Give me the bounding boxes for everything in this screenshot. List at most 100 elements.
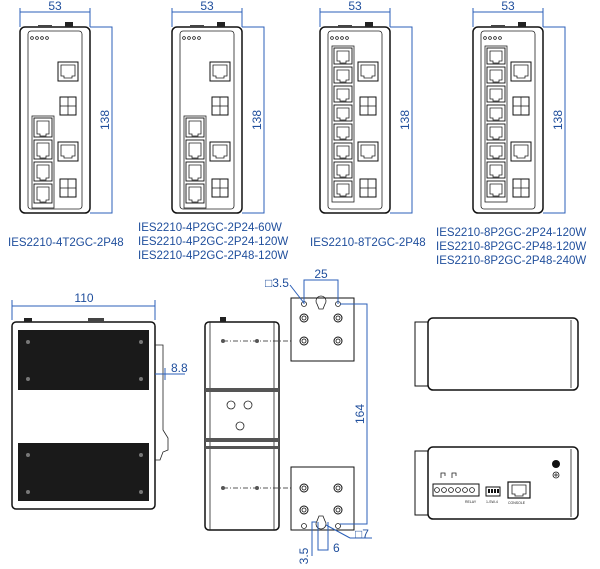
mounting-hole [301,523,307,529]
front-view: 53 138 [319,0,413,214]
screw-icon [26,340,30,344]
rj45-port[interactable] [33,161,53,182]
rj45-port[interactable] [333,85,353,103]
keyhole-top [315,295,327,310]
relay-label: RELAY [465,500,477,504]
keyhole-label: □7 [355,527,369,541]
model-label: IES2210-8P2GC-2P48-120W [436,241,586,253]
rj45-port[interactable] [333,161,353,179]
led-indicator [30,36,34,40]
width-label: 53 [48,0,62,13]
rj45-port[interactable] [333,180,353,198]
width-label: 53 [348,0,362,13]
terminal-screw [455,487,461,493]
rj45-port[interactable] [486,161,506,179]
rj45-port[interactable] [333,142,353,160]
led-indicator [192,36,196,40]
screw-icon [139,490,143,494]
height-dimension-line [543,26,566,214]
rj45-port[interactable] [333,123,353,141]
led-indicator [35,36,39,40]
rj45-port[interactable] [486,47,506,65]
hole-spacing-line [303,279,339,304]
screw-icon [139,377,143,381]
side-view: 110 8.8 [11,291,188,510]
led-indicator [335,36,339,40]
rj45-port[interactable] [33,117,53,138]
led-indicator [498,36,502,40]
din-rail-clip [155,344,169,461]
device-housing [19,26,91,214]
hole-diameter-label: □3.5 [265,276,289,290]
rj45-port[interactable] [333,47,353,65]
mounting-plate-top [290,297,355,362]
terminal-screw [434,487,440,493]
model-label: IES2210-4P2GC-2P24-60W [138,222,282,234]
model-labels: IES2210-4T2GC-2P48 IES2210-4P2GC-2P24-60… [8,222,586,267]
led-indicator [483,36,487,40]
slot-width-label: 6 [333,541,340,555]
height-dimension-line [242,26,265,214]
rj45-port[interactable] [185,161,205,182]
slot-offset-label: 3.5 [297,547,311,564]
rj45-port[interactable] [333,104,353,122]
plate-screw [299,336,309,346]
hole-spacing-label: 25 [314,267,328,281]
dip-switch-label: 1-SW-4 [486,500,498,504]
plate-screw [299,505,309,515]
rj45-port[interactable] [33,139,53,160]
rj45-port[interactable] [486,180,506,198]
din-clip-edge [414,450,430,516]
led-indicator [182,36,186,40]
connector-nub [24,318,32,322]
console-label: CONSOLE [508,501,526,505]
height-label: 138 [250,110,264,130]
led-indicator [493,36,497,40]
screw-icon [139,340,143,344]
front-panel [327,30,383,210]
rj45-port[interactable] [185,139,205,160]
depth-label: 110 [74,291,93,305]
model-label: IES2210-8T2GC-2P48 [310,237,426,249]
screw-icon [26,453,30,457]
power-connector [518,22,526,27]
heatsink-band [18,330,149,390]
rj45-port[interactable] [486,104,506,122]
rj45-port[interactable] [486,123,506,141]
height-label: 164 [353,404,367,424]
device-housing [319,26,391,214]
led-indicator [340,36,344,40]
din-clip-edge [414,321,430,387]
rj45-port[interactable] [486,66,506,84]
rj45-port[interactable] [486,85,506,103]
screw-icon [235,421,245,431]
terminal-screw [448,487,454,493]
rj45-port[interactable] [486,142,506,160]
screw-icon [26,490,30,494]
housing-bottom [427,317,579,391]
slot-offset-line [311,521,316,556]
front-panel [27,30,83,210]
rj45-port[interactable] [185,117,205,138]
rj45-port[interactable] [33,183,53,204]
height-dimension-line [90,26,113,214]
plate-screw [299,483,309,493]
din-rail-edge [205,388,279,392]
heatsink-band [18,443,149,501]
leader-line [289,284,305,304]
device-housing [472,26,544,214]
rj45-port[interactable] [333,66,353,84]
height-label: 138 [398,110,412,130]
led-indicator [330,36,334,40]
height-label: 138 [551,110,565,130]
rj45-port[interactable] [185,183,205,204]
din-rail-edge [205,438,279,442]
power-connector [365,22,373,27]
connector-nub [88,318,104,322]
port-group [484,45,508,203]
terminal-screw [469,487,475,493]
port-group [183,115,207,209]
